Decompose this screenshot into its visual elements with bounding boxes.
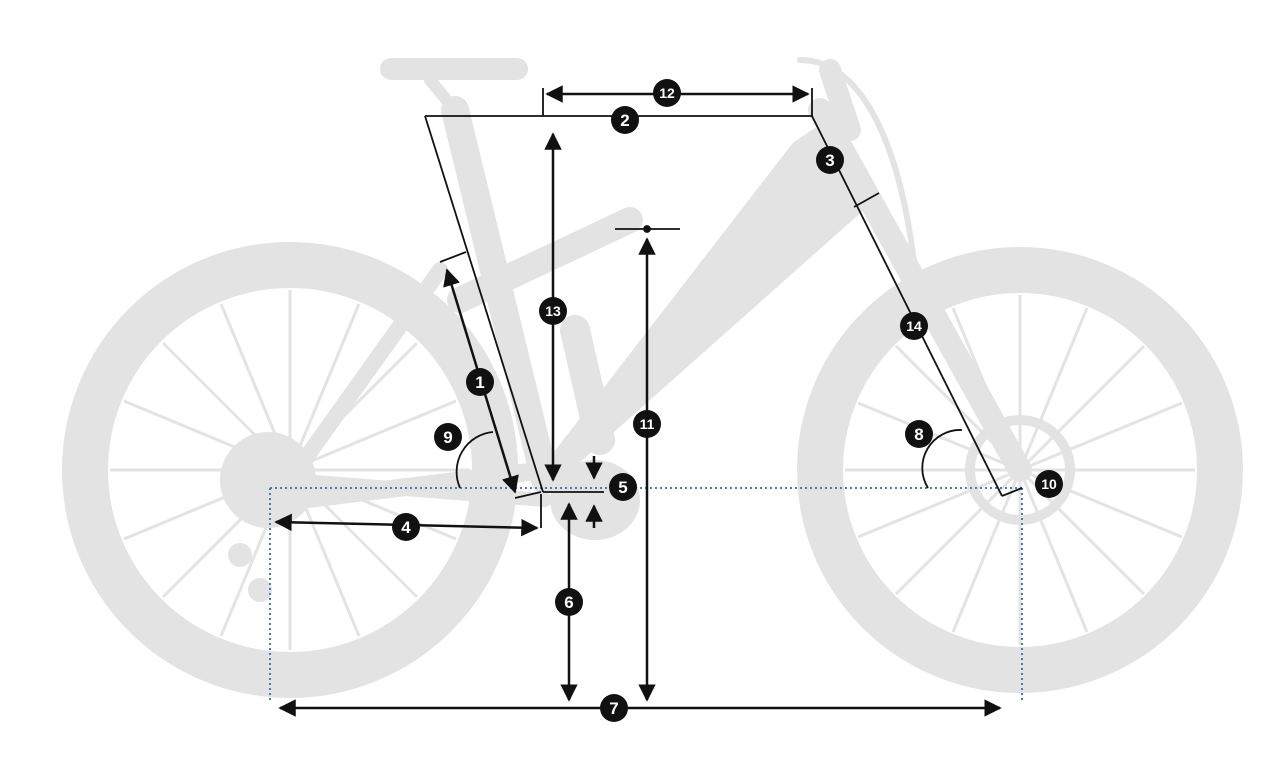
badge-8-label: 8 [914,425,923,444]
head-tube-fork-line [811,115,1003,497]
badge-2-label: 2 [620,111,629,130]
badge-8: 8 [905,420,933,448]
badge-5: 5 [609,473,637,501]
badge-14: 14 [900,312,928,340]
badge-9: 9 [434,423,462,451]
badge-10: 10 [1035,470,1063,498]
badge-10-label: 10 [1041,476,1057,492]
tick-seat-bottom [514,491,542,499]
badge-11: 11 [633,410,661,438]
badge-12: 12 [653,79,681,107]
head-angle-arc [921,429,963,489]
badge-2: 2 [611,106,639,134]
badge-5-label: 5 [618,478,627,497]
tick-seat-top [439,251,467,263]
badge-14-label: 14 [906,318,922,334]
tick-head-tube [853,192,880,208]
badge-9-label: 9 [443,428,452,447]
badge-7-label: 7 [609,699,618,718]
badge-1: 1 [466,368,494,396]
badge-1-label: 1 [475,373,484,392]
badge-13-label: 13 [545,303,561,319]
badge-6: 6 [555,588,583,616]
bike-silhouette [62,57,1243,698]
badge-11-label: 11 [640,416,655,432]
badge-4-label: 4 [401,518,411,537]
badge-12-label: 12 [659,85,675,101]
badges: 1 2 3 4 5 6 7 8 [392,79,1063,722]
badge-3-label: 3 [825,151,834,170]
badge-4: 4 [392,513,420,541]
badge-13: 13 [539,297,567,325]
badge-7: 7 [600,694,628,722]
badge-3: 3 [816,146,844,174]
badge-6-label: 6 [564,593,573,612]
stack-point [643,225,651,233]
fork-offset-line [1001,487,1023,497]
